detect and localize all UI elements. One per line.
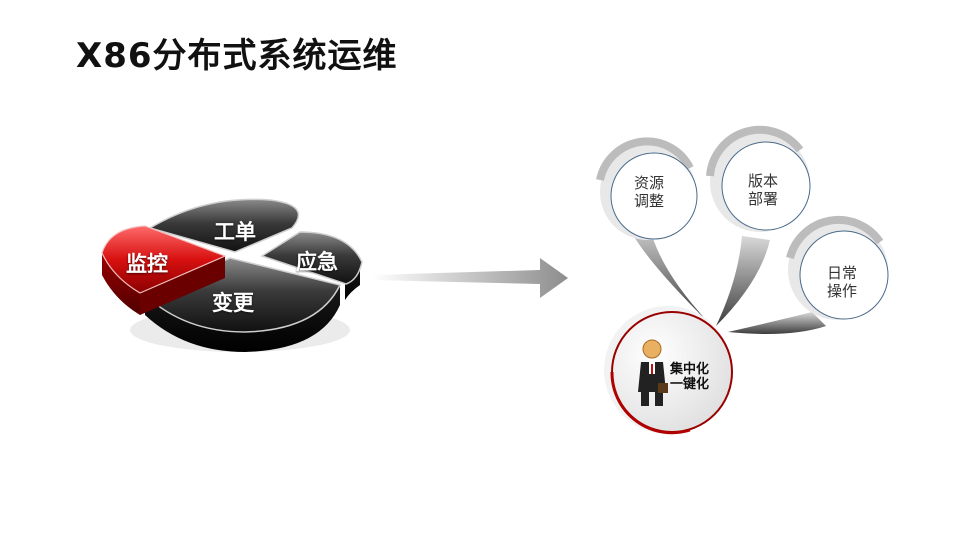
segment-label-monitoring: 监控 — [126, 252, 168, 276]
bubble-line: 操作 — [826, 282, 857, 300]
segment-label-workorder: 工单 — [214, 220, 256, 244]
bubble-daily-operation: 日常 操作 — [807, 264, 877, 300]
bubble-line: 调整 — [633, 192, 664, 210]
bubble-line: 版本 — [747, 172, 778, 190]
segment-label-emergency: 应急 — [296, 250, 338, 274]
pie-chart — [101, 198, 363, 352]
segment-label-change: 变更 — [212, 291, 254, 315]
bubble-resource-adjust: 资源 调整 — [614, 174, 684, 210]
center-line: 集中化 — [670, 362, 710, 377]
bubble-line: 资源 — [633, 174, 664, 192]
flow-arrow — [372, 258, 568, 298]
callout-diagram — [596, 125, 889, 435]
segment-workorder[interactable] — [148, 198, 300, 253]
bubble-line: 日常 — [826, 264, 857, 282]
segment-emergency[interactable] — [260, 231, 363, 300]
center-label: 集中化 一键化 — [670, 362, 709, 392]
page-title: X86分布式系统运维 — [76, 36, 398, 76]
bubble-line: 部署 — [747, 190, 778, 208]
center-line: 一键化 — [670, 377, 710, 392]
businessman-icon — [638, 339, 668, 406]
bubble-version-deploy: 版本 部署 — [728, 172, 798, 208]
segment-monitoring[interactable] — [101, 225, 227, 315]
